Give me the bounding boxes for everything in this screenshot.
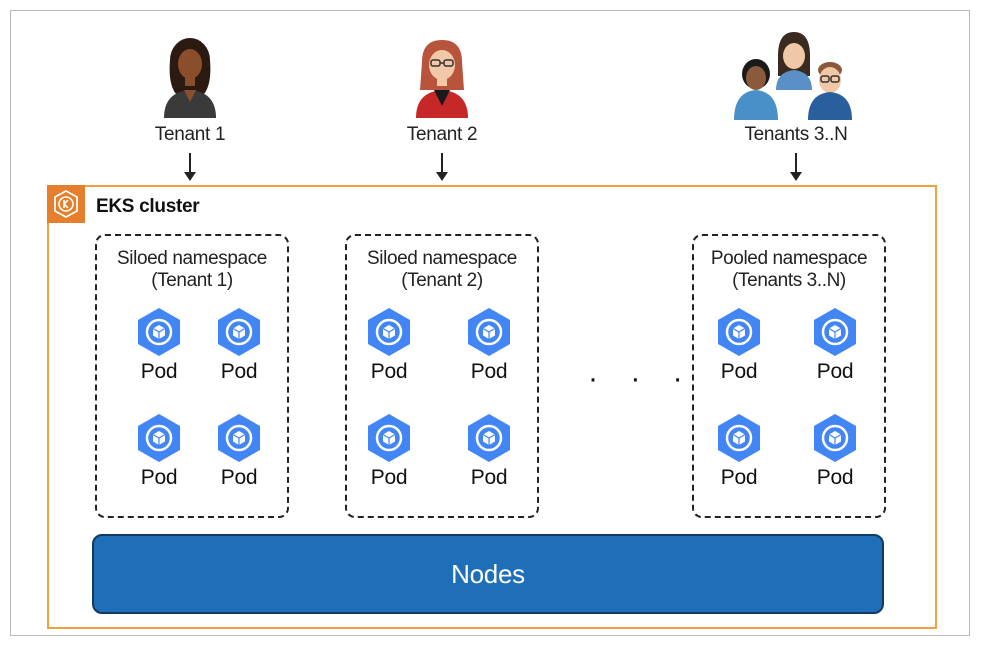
namespace-title: Siloed namespace (Tenant 1) [97,248,287,292]
namespace-title-line2: (Tenants 3..N) [732,270,846,291]
pod-icon [138,414,180,462]
pod-icon [468,308,510,356]
tenant-1-arrow [184,153,196,181]
pod-label: Pod [140,466,178,489]
namespace-siloed-tenant-1: Siloed namespace (Tenant 1) [95,234,289,518]
pod: Pod [800,412,870,490]
pod-icon [814,414,856,462]
pod: Pod [704,412,774,490]
more-namespaces-ellipsis: · · · [588,362,695,395]
pod-label: Pod [220,360,258,383]
pod-label: Pod [816,360,854,383]
namespace-title: Pooled namespace (Tenants 3..N) [694,248,884,292]
namespace-title-line2: (Tenant 1) [151,270,233,291]
woman-glasses-user-icon [412,38,472,123]
pod: Pod [124,412,194,490]
pod-label: Pod [370,466,408,489]
eks-cluster-label: EKS cluster [96,196,200,217]
pod: Pod [800,306,870,384]
kubernetes-icon [47,185,85,223]
nodes-bar: Nodes [92,534,884,614]
pod: Pod [704,306,774,384]
namespace-title-line1: Siloed namespace [117,248,267,269]
pod: Pod [354,306,424,384]
namespace-title-line1: Siloed namespace [367,248,517,269]
namespace-title-line1: Pooled namespace [710,248,868,269]
pod: Pod [124,306,194,384]
pod-label: Pod [720,360,758,383]
tenants-3-n-label: Tenants 3..N [744,124,848,145]
pod-icon [218,414,260,462]
pod-icon [368,308,410,356]
pod: Pod [354,412,424,490]
woman-user-icon [160,38,220,123]
pod-label: Pod [720,466,758,489]
pod-icon [138,308,180,356]
pod-icon [468,414,510,462]
namespace-siloed-tenant-2: Siloed namespace (Tenant 2) [345,234,539,518]
pod: Pod [204,306,274,384]
diagram-frame [10,10,970,636]
pod-icon [718,308,760,356]
pod: Pod [454,306,524,384]
eks-cluster-boundary [47,185,937,629]
tenant-2-label: Tenant 2 [406,124,478,145]
pod-label: Pod [816,466,854,489]
namespace-title: Siloed namespace (Tenant 2) [347,248,537,292]
tenant-1-label: Tenant 1 [154,124,226,145]
user-group-icon [730,30,860,125]
pod-icon [718,414,760,462]
pod-icon [218,308,260,356]
pod-label: Pod [470,466,508,489]
nodes-label: Nodes [451,558,525,589]
pod: Pod [454,412,524,490]
pod-icon [814,308,856,356]
tenants-3-n-arrow [790,153,802,181]
namespace-pooled-tenants-3-n: Pooled namespace (Tenants 3..N) [692,234,886,518]
pod-label: Pod [470,360,508,383]
tenant-2-arrow [436,153,448,181]
pod-label: Pod [220,466,258,489]
pod-label: Pod [140,360,178,383]
namespace-title-line2: (Tenant 2) [401,270,483,291]
pod: Pod [204,412,274,490]
pod-icon [368,414,410,462]
pod-label: Pod [370,360,408,383]
